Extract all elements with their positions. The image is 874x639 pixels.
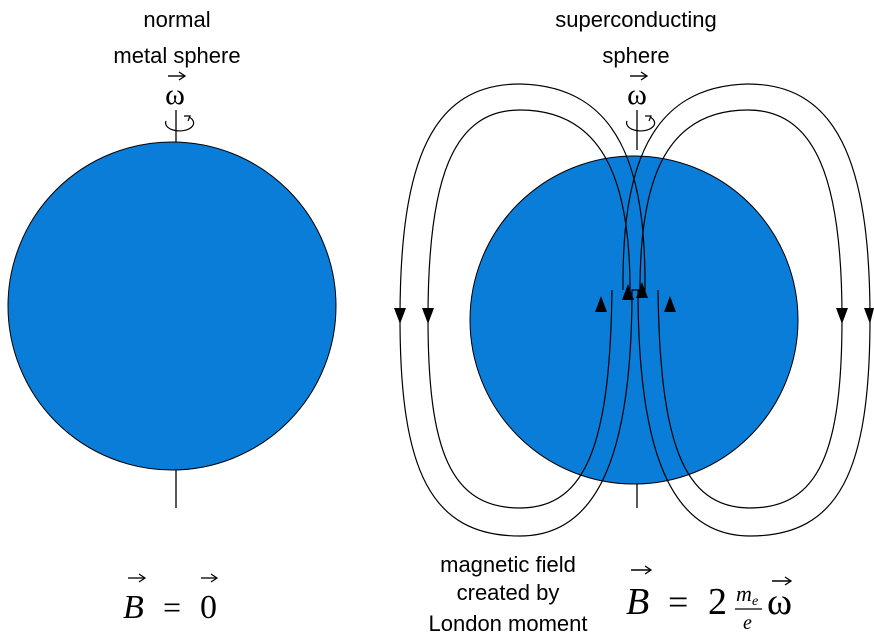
normal-eq-zero: 0 (200, 589, 217, 626)
london-eq-frac-numerator: m (736, 581, 752, 606)
field-arrow-down-icon (836, 308, 848, 324)
field-arrow-down-icon (422, 308, 434, 324)
caption-line3: London moment (429, 611, 588, 636)
superconducting-omega-letter: ω (627, 78, 647, 111)
normal-omega-vector-head (178, 71, 187, 81)
london-eq-omega: ω (767, 581, 792, 623)
london-eq-equals: = (668, 582, 688, 622)
field-arrow-up-icon (636, 282, 648, 298)
normal-eq-equals: = (163, 589, 181, 625)
london-moment-equation: B = 2 m e e ω (626, 565, 793, 634)
superconducting-omega-symbol: ω (627, 71, 649, 111)
london-eq-frac-numerator-subscript: e (752, 594, 758, 609)
field-arrow-up-icon (622, 284, 634, 300)
normal-eq-zero-vector-head (210, 573, 219, 583)
normal-eq-b: B (123, 589, 144, 626)
caption-line1: magnetic field (440, 552, 576, 577)
field-arrow-down-icon (864, 308, 874, 324)
normal-omega-symbol: ω (165, 71, 187, 111)
normal-eq-b-vector-head (138, 573, 147, 583)
field-arrow-down-icon (394, 308, 406, 324)
london-eq-coefficient: 2 (708, 581, 727, 623)
superconducting-title-line2: sphere (602, 43, 669, 68)
field-arrow-up-icon (595, 296, 607, 312)
field-arrow-up-icon (664, 296, 676, 312)
normal-sphere-title-line1: normal (143, 7, 210, 32)
superconducting-sphere-panel: superconducting sphere ω (394, 7, 874, 636)
london-eq-omega-vector-head (784, 576, 793, 586)
london-eq-b-vector-head (644, 565, 653, 575)
normal-rotation-arrow-icon (164, 115, 195, 132)
normal-omega-letter: ω (165, 78, 185, 111)
field-direction-arrows (394, 282, 874, 324)
normal-sphere-panel: normal metal sphere ω B = 0 (7, 7, 337, 626)
superconducting-rotation-arrow-icon (625, 115, 656, 132)
superconducting-omega-vector-head (640, 71, 649, 81)
normal-field-equation: B = 0 (123, 573, 219, 626)
superconducting-sphere (469, 155, 799, 485)
caption-line2: created by (457, 580, 560, 605)
london-eq-b: B (626, 581, 649, 623)
normal-sphere-title-line2: metal sphere (113, 43, 240, 68)
normal-metal-sphere (7, 141, 337, 471)
london-eq-frac-denominator: e (743, 612, 752, 634)
superconducting-title-line1: superconducting (555, 7, 716, 32)
